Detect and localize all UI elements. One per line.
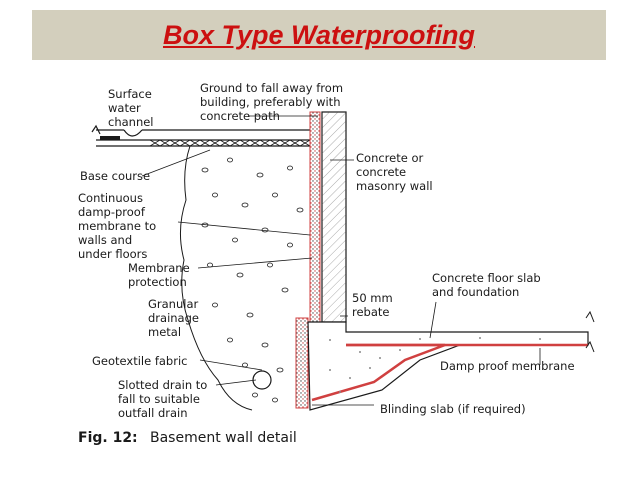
label-dpm-walls-1: Continuous xyxy=(78,191,143,205)
base-course-crosshatch xyxy=(149,139,311,147)
figure-caption-text: Basement wall detail xyxy=(150,430,297,446)
label-surface-water-1: Surface xyxy=(108,87,152,101)
label-ground-fall-1: Ground to fall away from xyxy=(200,81,343,95)
granular-fill xyxy=(201,157,304,403)
label-slotted-drain-2: fall to suitable xyxy=(118,392,200,406)
label-dpm: Damp proof membrane xyxy=(440,359,575,373)
wall-membrane xyxy=(309,111,321,343)
label-membrane-protection-2: protection xyxy=(128,275,187,289)
label-surface-water-2: water xyxy=(108,101,141,115)
label-concrete-wall-3: masonry wall xyxy=(356,179,433,193)
label-membrane-protection-1: Membrane xyxy=(128,261,190,275)
label-dpm-walls-5: under floors xyxy=(78,247,147,261)
label-floor-slab-2: and foundation xyxy=(432,285,519,299)
slide-title: Box Type Waterproofing xyxy=(162,19,476,50)
label-slotted-drain-3: outfall drain xyxy=(118,406,188,420)
label-rebate-1: 50 mm xyxy=(352,291,393,305)
label-rebate-2: rebate xyxy=(352,305,389,319)
label-granular-3: metal xyxy=(148,325,181,339)
label-ground-fall-3: concrete path xyxy=(200,109,280,123)
label-dpm-walls-3: membrane to xyxy=(78,219,156,233)
label-dpm-walls-4: walls and xyxy=(78,233,132,247)
label-concrete-wall-2: concrete xyxy=(356,165,406,179)
label-slotted-drain-1: Slotted drain to xyxy=(118,378,207,392)
label-concrete-wall-1: Concrete or xyxy=(356,151,424,165)
title-band: Box Type Waterproofing xyxy=(32,10,606,60)
footing-membrane-protection xyxy=(295,317,309,409)
figure-caption-prefix: Fig. 12: xyxy=(78,430,138,446)
floor-slab xyxy=(307,310,595,411)
channel-grate xyxy=(100,136,120,140)
leader-lines xyxy=(141,115,541,406)
label-surface-water-3: channel xyxy=(108,115,154,129)
wall-hatch xyxy=(322,112,346,322)
label-blinding: Blinding slab (if required) xyxy=(380,402,526,416)
label-granular-2: drainage xyxy=(148,311,199,325)
excavation-line xyxy=(180,145,253,411)
slab-aggregate xyxy=(329,337,541,393)
diagram-labels: Surface water channel Ground to fall awa… xyxy=(78,81,575,420)
label-base-course: Base course xyxy=(80,169,150,183)
label-ground-fall-2: building, preferably with xyxy=(200,95,340,109)
label-dpm-walls-2: damp-proof xyxy=(78,205,146,219)
label-granular-1: Granular xyxy=(148,297,199,311)
ground-surface xyxy=(91,124,318,147)
label-floor-slab-1: Concrete floor slab xyxy=(432,271,541,285)
label-geotextile: Geotextile fabric xyxy=(92,354,187,368)
